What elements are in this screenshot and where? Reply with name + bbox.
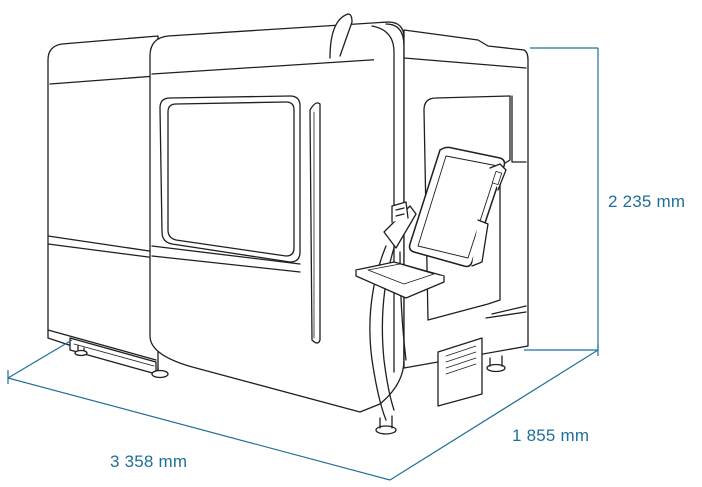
control-panel <box>355 146 507 421</box>
dimension-lines <box>7 47 599 481</box>
left-cabinet <box>47 35 159 375</box>
width-extension-left <box>7 339 73 379</box>
width-dimension-label: 3 358 mm <box>110 452 188 471</box>
main-body <box>149 13 405 413</box>
depth-dimension-label: 1 855 mm <box>512 426 590 445</box>
depth-dimension-line <box>389 349 599 481</box>
height-dimension-label: 2 235 mm <box>608 192 686 211</box>
width-dimension-line <box>7 377 391 481</box>
left-feet <box>74 345 169 379</box>
